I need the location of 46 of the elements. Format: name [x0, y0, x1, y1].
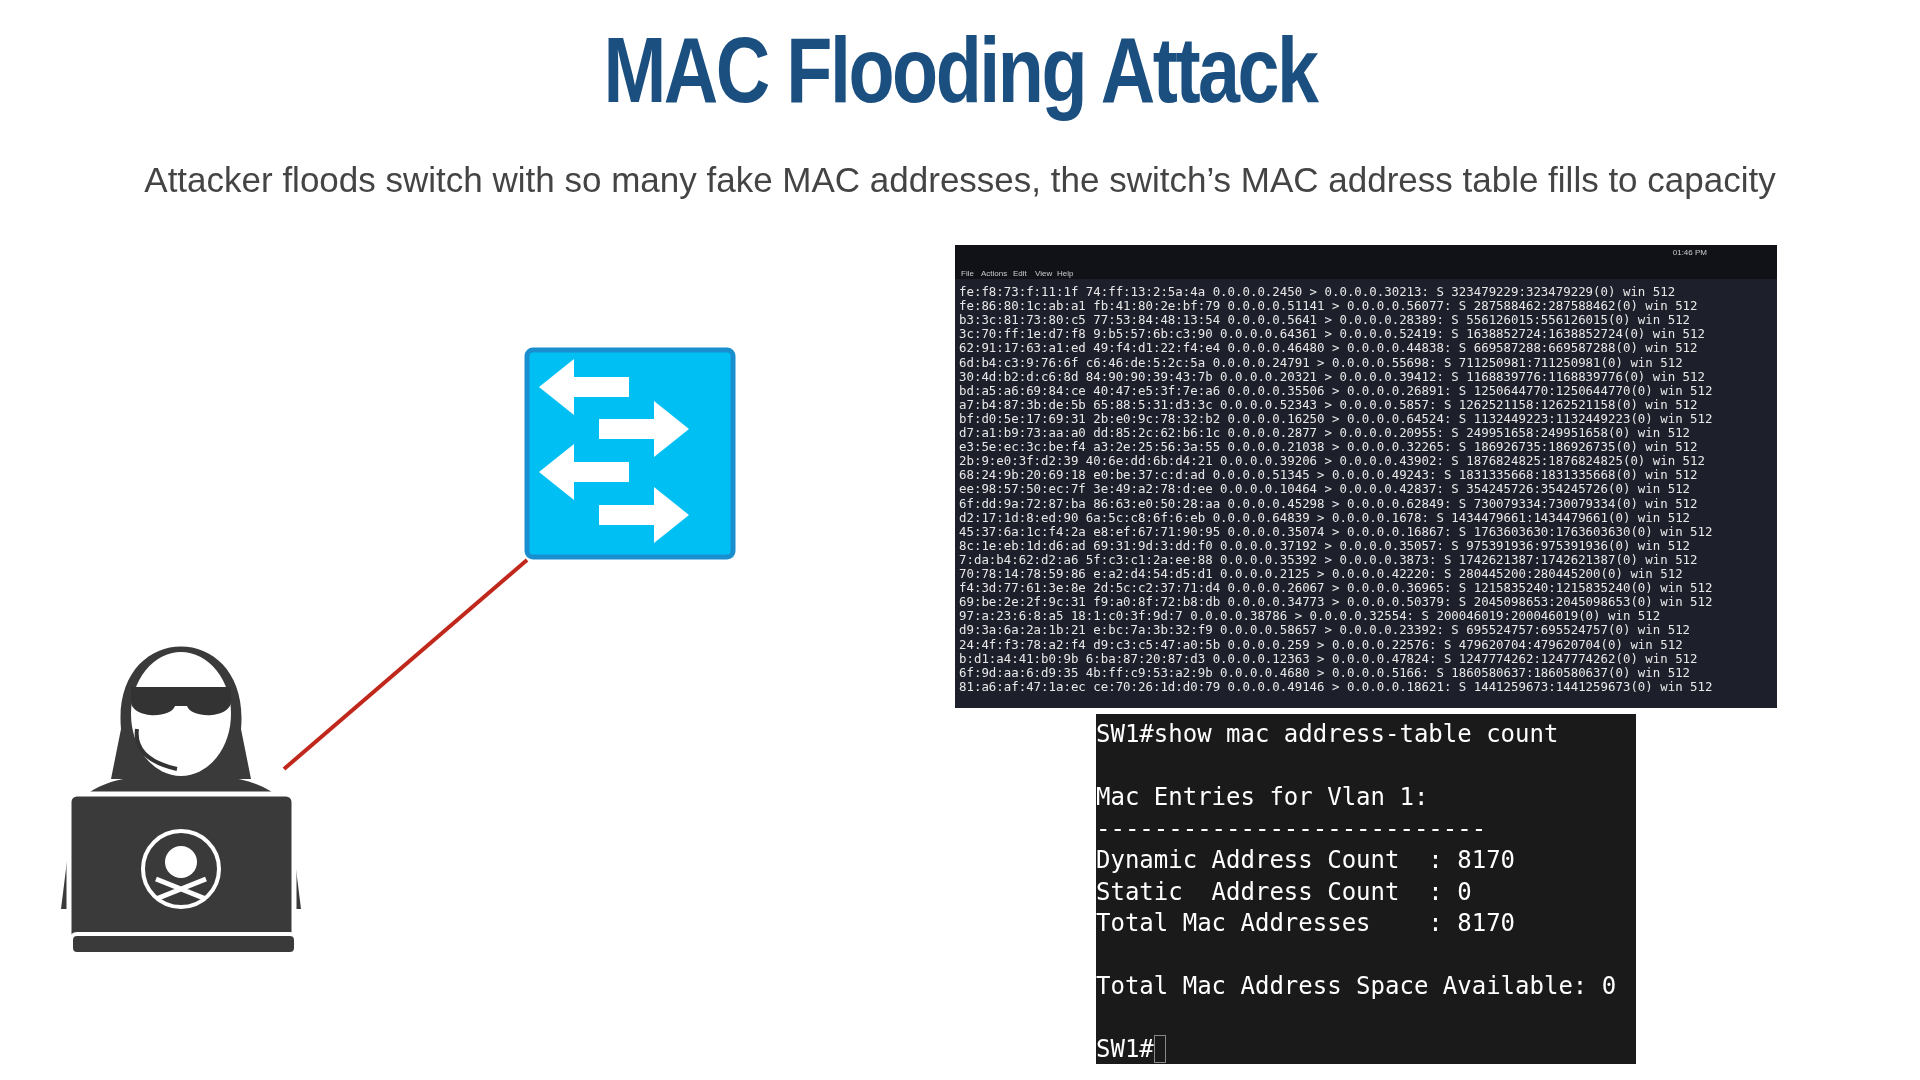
terminal-output-line: fe:86:80:1c:ab:a1 fb:41:80:2e:bf:79 0.0.0.0.51141 > 0.0.0.0.56077: S 287588462:287588462(0) win 512 — [959, 299, 1698, 314]
terminal-output-line: bd:a5:a6:69:84:ce 40:47:e5:3f:7e:a6 0.0.0.0.35506 > 0.0.0.0.26891: S 1250644770:1250644770(0) win 512 — [959, 383, 1713, 398]
menu-item: File — [961, 269, 974, 278]
terminal-output-line: 97:a:23:6:8:a5 18:1:c0:3f:9d:7 0.0.0.0.38786 > 0.0.0.0.32554: S 200046019:200046019(0) win 512 — [959, 609, 1661, 624]
terminal-line: Total Mac Address Space Available: 0 — [1096, 972, 1617, 1000]
terminal-output-line: 24:4f:f3:78:a2:f4 d9:c3:c5:47:a0:5b 0.0.0.0.259 > 0.0.0.0.22576: S 479620704:479620704(0) win 512 — [959, 637, 1683, 652]
menu-item: Actions — [981, 269, 1008, 278]
terminal-output-line: 8c:1e:eb:1d:d6:ad 69:31:9d:3:dd:f0 0.0.0.0.37192 > 0.0.0.0.35057: S 975391936:975391936(0) win 512 — [959, 538, 1691, 553]
terminal-output-line: 6d:b4:c3:9:76:6f c6:46:de:5:2c:5a 0.0.0.0.24791 > 0.0.0.0.55698: S 711250981:711250981(0) win 512 — [959, 355, 1683, 370]
slide-title: MAC Flooding Attack — [602, 18, 1319, 123]
terminal-output-line: 7:da:b4:62:d2:a6 5f:c3:c1:2a:ee:88 0.0.0.0.35392 > 0.0.0.0.3873: S 1742621387:1742621387(0) win 512 — [959, 552, 1698, 567]
terminal-output-line: 68:24:9b:20:69:18 e0:be:37:c:d:ad 0.0.0.0.51345 > 0.0.0.0.49243: S 1831335668:1831335668(0) win 512 — [959, 468, 1698, 483]
terminal-output-line: 62:91:17:63:a1:ed 49:f4:d1:22:f4:e4 0.0.0.0.46480 > 0.0.0.0.44838: S 669587288:669587288(0) win 512 — [959, 341, 1698, 356]
terminal-output-line: e3:5e:ec:3c:be:f4 a3:2e:25:56:3a:55 0.0.0.0.21038 > 0.0.0.0.32265: S 186926735:186926735(0) win 512 — [959, 440, 1698, 455]
clock-time: 01:46 PM — [1672, 248, 1707, 257]
terminal-output-line: 81:a6:af:47:1a:ec ce:70:26:1d:d0:79 0.0.0.0.49146 > 0.0.0.0.18621: S 1441259673:1441259673(0) win 512 — [959, 679, 1713, 694]
menu-item: View — [1035, 269, 1053, 278]
terminal-output-line: d9:3a:6a:2a:1b:21 e:bc:7a:3b:32:f9 0.0.0.0.58657 > 0.0.0.0.23392: S 695524757:695524757(0) win 512 — [959, 623, 1691, 638]
terminal-output-line: 30:4d:b2:d:c6:8d 84:90:90:39:43:7b 0.0.0.0.20321 > 0.0.0.0.39412: S 1168839776:1168839776(0) win 512 — [959, 369, 1705, 384]
terminal-output-line: 45:37:6a:1c:f4:2a e8:ef:67:71:90:95 0.0.0.0.35074 > 0.0.0.0.16867: S 1763603630:1763603630(0) win 512 — [959, 524, 1713, 539]
terminal-line: SW1# — [1096, 1035, 1154, 1063]
terminal-output-line: a7:b4:87:3b:de:5b 65:88:5:31:d3:3c 0.0.0.0.52343 > 0.0.0.0.5857: S 1262521158:1262521158(0) win 512 — [959, 397, 1698, 412]
terminal-output-line: b:d1:a4:41:b0:9b 6:ba:87:20:87:d3 0.0.0.0.12363 > 0.0.0.0.47824: S 1247774262:1247774262(0) win 512 — [959, 651, 1698, 666]
terminal-output-line: d7:a1:b9:73:aa:a0 dd:85:2c:62:b6:1c 0.0.0.0.2877 > 0.0.0.0.20955: S 249951658:249951658(0) win 512 — [959, 426, 1691, 440]
terminal-line: Static Address Count : 0 — [1096, 877, 1472, 906]
menu-item: Help — [1057, 269, 1074, 278]
terminal-output-line: 2b:9:e0:3f:d2:39 40:6e:dd:6b:d4:21 0.0.0.0.39206 > 0.0.0.0.43902: S 1876824825:1876824825(0) win 512 — [959, 454, 1705, 469]
terminal-line: Mac Entries for Vlan 1: — [1096, 783, 1429, 811]
terminal-output-line: fe:f8:73:f:11:1f 74:ff:13:2:5a:4a 0.0.0.0.2450 > 0.0.0.0.30213: S 323479229:323479229(0) win 512 — [959, 285, 1676, 299]
terminal-output-line: ee:98:57:50:ec:7f 3e:49:a2:78:d:ee 0.0.0.0.10464 > 0.0.0.0.42837: S 354245726:354245726(0) win 512 — [959, 482, 1691, 497]
menu-item: Edit — [1013, 269, 1027, 278]
terminal-output-line: bf:d0:5e:17:69:31 2b:e0:9c:78:32:b2 0.0.0.0.16250 > 0.0.0.0.64524: S 1132449223:1132449223(0) win 512 — [959, 411, 1713, 426]
terminal-output-line: b3:3c:81:73:80:c5 77:53:84:48:13:54 0.0.0.0.5641 > 0.0.0.0.28389: S 556126015:556126015(0) win 512 — [959, 313, 1691, 328]
terminal-line: Dynamic Address Count : 8170 — [1096, 846, 1516, 874]
connection-line — [282, 558, 529, 771]
terminal-line: Total Mac Addresses : 8170 — [1096, 909, 1516, 937]
terminal-output-line: 3c:70:ff:1e:d7:f8 9:b5:57:6b:c3:90 0.0.0.0.64361 > 0.0.0.0.52419: S 1638852724:1638852724(0) win 512 — [959, 327, 1705, 342]
terminal-output-line: f4:3d:77:61:3e:8e 2d:5c:c2:37:71:d4 0.0.0.0.26067 > 0.0.0.0.36965: S 1215835240:1215835240(0) win 512 — [959, 581, 1713, 596]
terminal-output-line: d2:17:1d:8:ed:90 6a:5c:c8:6f:6:eb 0.0.0.0.64839 > 0.0.0.0.1678: S 1434479661:1434479661(0) win 512 — [959, 510, 1691, 525]
terminal-output-line: 70:78:14:78:59:86 e:a2:d4:54:d5:d1 0.0.0.0.2125 > 0.0.0.0.42220: S 280445200:280445200(0) win 512 — [959, 567, 1683, 581]
terminal-line: SW1#show mac address-table count — [1096, 720, 1559, 748]
subtitle: Attacker floods switch with so many fake MAC addresses, the switch’s MAC address table fills to capacity — [143, 160, 1777, 200]
terminal-output-line: 6f:dd:9a:72:87:ba 86:63:e0:50:28:aa 0.0.0.0.45298 > 0.0.0.0.62849: S 730079334:730079334(0) win 512 — [959, 496, 1698, 511]
terminal-output-line: 6f:9d:aa:6:d9:35 4b:ff:c9:53:a2:9b 0.0.0.0.4680 > 0.0.0.0.5166: S 1860580637:1860580637(0) win 512 — [959, 665, 1691, 680]
terminal-output-line: 69:be:2e:2f:9c:31 f9:a0:8f:72:b8:db 0.0.0.0.34773 > 0.0.0.0.50379: S 2045098653:2045098653(0) win 512 — [959, 595, 1713, 610]
terminal-line: --------------------------- — [1096, 814, 1487, 843]
